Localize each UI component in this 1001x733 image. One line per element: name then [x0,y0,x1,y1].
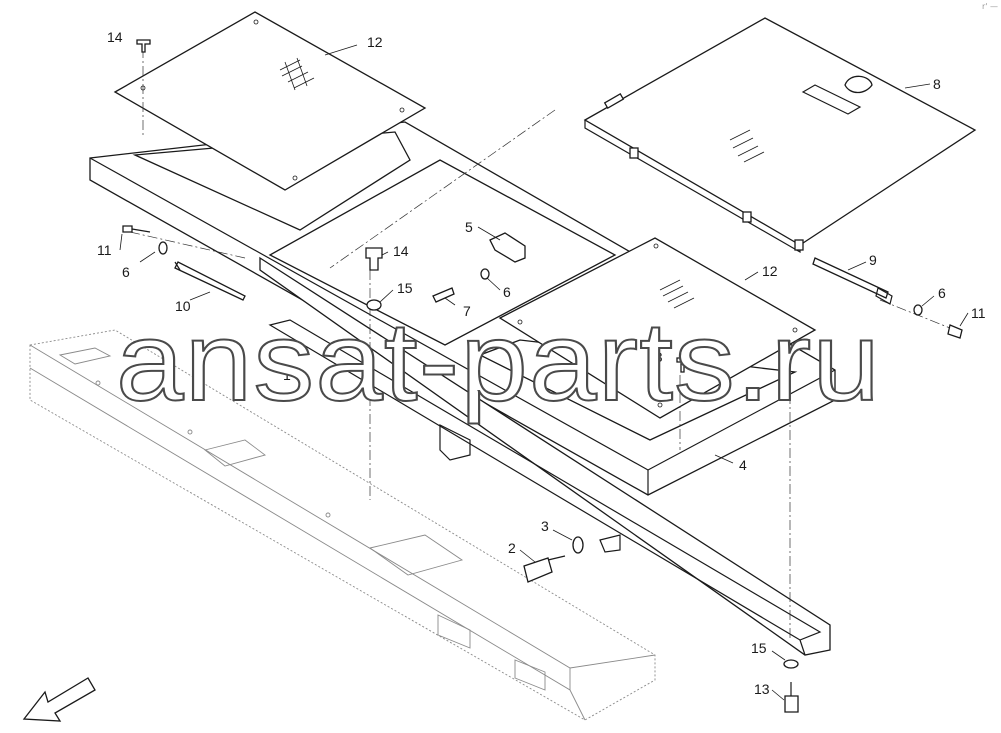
watermark: ansat-parts.ru [116,299,881,424]
callout-6-mid: 6 [503,284,511,300]
callout-10: 10 [175,298,191,314]
callout-12-mid: 12 [762,263,778,279]
callouts: 14 12 8 5 11 14 9 12 6 15 6 6 10 7 11 13… [97,29,986,697]
callout-14-top: 14 [393,243,409,259]
chassis-beam [29,329,656,721]
callout-2: 2 [508,540,516,556]
callout-13-mid: 13 [647,349,663,365]
callout-15-top: 15 [397,280,413,296]
angle-bracket [259,256,831,656]
cover-plate-top-left [113,11,427,191]
callout-5: 5 [465,219,473,235]
arrow-icon [22,677,96,722]
callout-12-top: 12 [367,34,383,50]
callout-14-bottom: 13 [754,681,770,697]
cover-plate-hinged [583,17,977,254]
corner-mark: r' — [982,2,998,11]
callout-11-right: 11 [971,305,986,321]
callout-7: 7 [463,303,471,319]
callout-6-right: 6 [938,285,946,301]
callout-15-bottom: 15 [751,640,767,656]
hardware [122,39,963,713]
callout-13-top: 14 [107,29,123,45]
callout-9: 9 [869,252,877,268]
callout-4: 4 [739,457,747,473]
callout-11-left: 11 [97,242,112,258]
callout-6-left: 6 [122,264,130,280]
callout-1: 1 [283,367,291,383]
callout-3: 3 [541,518,549,534]
cover-plate-center [498,237,817,419]
leader-lines [119,44,969,701]
callout-8: 8 [933,76,941,92]
